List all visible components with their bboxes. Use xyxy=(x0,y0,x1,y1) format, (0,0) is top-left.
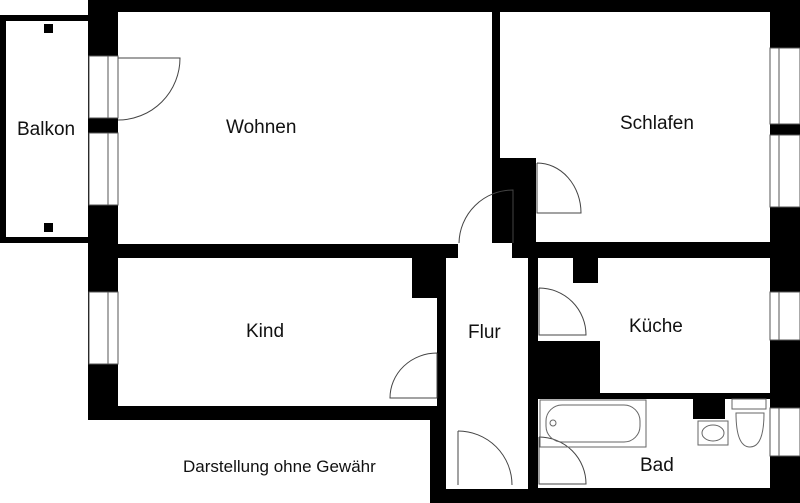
door-swing xyxy=(538,436,587,485)
room-label-kind: Kind xyxy=(246,321,285,342)
room-label-schlafen: Schlafen xyxy=(620,113,694,134)
room-wohnen-floor xyxy=(118,12,492,244)
door-swing xyxy=(538,287,587,336)
room-label-wohnen: Wohnen xyxy=(226,117,297,138)
room-label-kueche: Küche xyxy=(629,316,683,337)
windows xyxy=(88,47,800,457)
door-swing xyxy=(536,162,582,214)
window xyxy=(88,55,119,119)
room-flur-floor xyxy=(446,258,528,489)
sink xyxy=(697,420,729,446)
bathroom-fixtures xyxy=(539,398,767,448)
door-swing xyxy=(389,352,438,399)
toilet-bowl xyxy=(735,412,765,448)
room-kueche-floor xyxy=(538,258,770,393)
sink-basin xyxy=(701,424,725,442)
balcony-post xyxy=(44,24,53,33)
disclaimer-text: Darstellung ohne Gewähr xyxy=(183,457,376,476)
room-kind-floor xyxy=(118,258,437,406)
door-swings xyxy=(117,57,587,486)
bathtub-drain xyxy=(549,419,557,427)
door-swing xyxy=(458,189,514,244)
room-floors xyxy=(118,12,770,489)
window xyxy=(88,291,119,365)
bathtub-basin xyxy=(545,404,641,443)
balcony-post xyxy=(44,223,53,232)
door-swing xyxy=(457,430,513,486)
toilet-tank xyxy=(731,398,767,410)
bathtub xyxy=(539,399,647,448)
window xyxy=(769,134,800,208)
window xyxy=(769,291,800,341)
room-schlafen-floor xyxy=(500,12,770,242)
room-label-bad: Bad xyxy=(640,455,674,476)
door-swing xyxy=(117,57,181,121)
balcony xyxy=(0,15,92,243)
room-label-flur: Flur xyxy=(468,322,501,343)
window xyxy=(769,407,800,457)
window xyxy=(769,47,800,125)
door-opening xyxy=(458,243,512,259)
window xyxy=(88,132,119,206)
room-label-balkon: Balkon xyxy=(17,119,76,140)
